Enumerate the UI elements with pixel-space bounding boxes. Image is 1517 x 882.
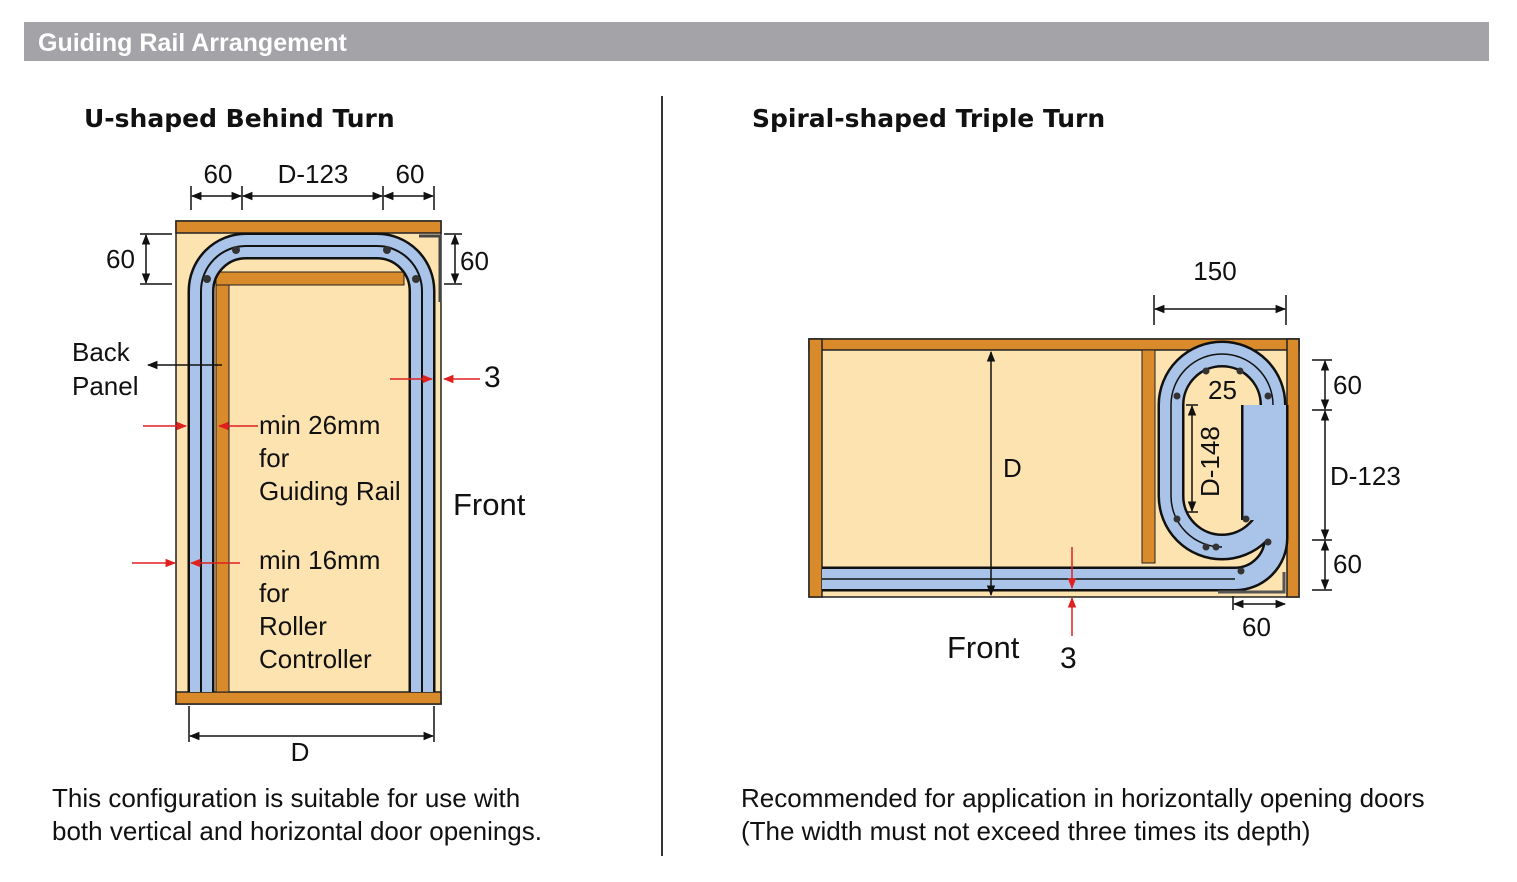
label-front: Front: [453, 487, 526, 522]
dim-inner-len: D-148: [1195, 426, 1225, 497]
top-board: [175, 220, 442, 234]
header-title: Guiding Rail Arrangement: [38, 29, 348, 57]
u-cabinet: [175, 220, 442, 705]
right-board: [1286, 338, 1300, 598]
label-back: Back: [72, 337, 131, 367]
guiding-rail-u: [187, 232, 436, 692]
bracket: [1218, 572, 1286, 594]
roller-note-3: Roller: [259, 611, 327, 641]
spiral-cabinet: [808, 338, 1300, 598]
left-caption-1: This configuration is suitable for use w…: [52, 783, 520, 813]
dim-bottom: D: [291, 737, 310, 767]
dim-side-mid: D-123: [1330, 461, 1401, 491]
dim-side-top: 60: [1333, 370, 1362, 400]
rail-note-2: for: [259, 443, 290, 473]
roller-note-4: Controller: [259, 644, 372, 674]
left-board: [808, 338, 823, 598]
rail-note-1: min 26mm: [259, 410, 380, 440]
inner-board: [1141, 349, 1156, 564]
dim-top-left: 60: [204, 159, 233, 189]
right-dimensions: [986, 295, 1332, 610]
bracket: [419, 234, 442, 302]
right-caption-1: Recommended for application in horizonta…: [741, 783, 1425, 813]
roller-note-2: for: [259, 578, 290, 608]
dim-gap: 3: [484, 361, 501, 394]
roller-note-1: min 16mm: [259, 545, 380, 575]
left-caption-2: both vertical and horizontal door openin…: [52, 816, 542, 846]
inner-board: [215, 271, 405, 286]
dim-top-mid: D-123: [278, 159, 349, 189]
left-red-markers: [132, 374, 480, 568]
dim-side-bottom: 60: [1333, 549, 1362, 579]
dim-top: 150: [1193, 256, 1236, 286]
right-title: Spiral-shaped Triple Turn: [752, 104, 1105, 133]
dim-bottom: 60: [1242, 612, 1271, 642]
left-dimensions: [140, 186, 462, 742]
dim-depth: D: [1003, 453, 1022, 483]
back-panel: [215, 284, 230, 693]
guiding-rail-spiral: [822, 340, 1289, 592]
label-front: Front: [947, 630, 1020, 665]
header-bar: [24, 22, 1489, 61]
dim-side-right: 60: [460, 246, 489, 276]
label-panel: Panel: [72, 371, 139, 401]
dim-gap: 3: [1060, 642, 1077, 675]
bottom-board: [175, 691, 442, 705]
right-caption-2: (The width must not exceed three times i…: [741, 816, 1310, 846]
dim-top-right: 60: [396, 159, 425, 189]
rail-note-3: Guiding Rail: [259, 476, 401, 506]
left-title: U-shaped Behind Turn: [84, 104, 395, 133]
dim-side-left: 60: [106, 244, 135, 274]
dim-inner-gap: 25: [1208, 375, 1237, 405]
